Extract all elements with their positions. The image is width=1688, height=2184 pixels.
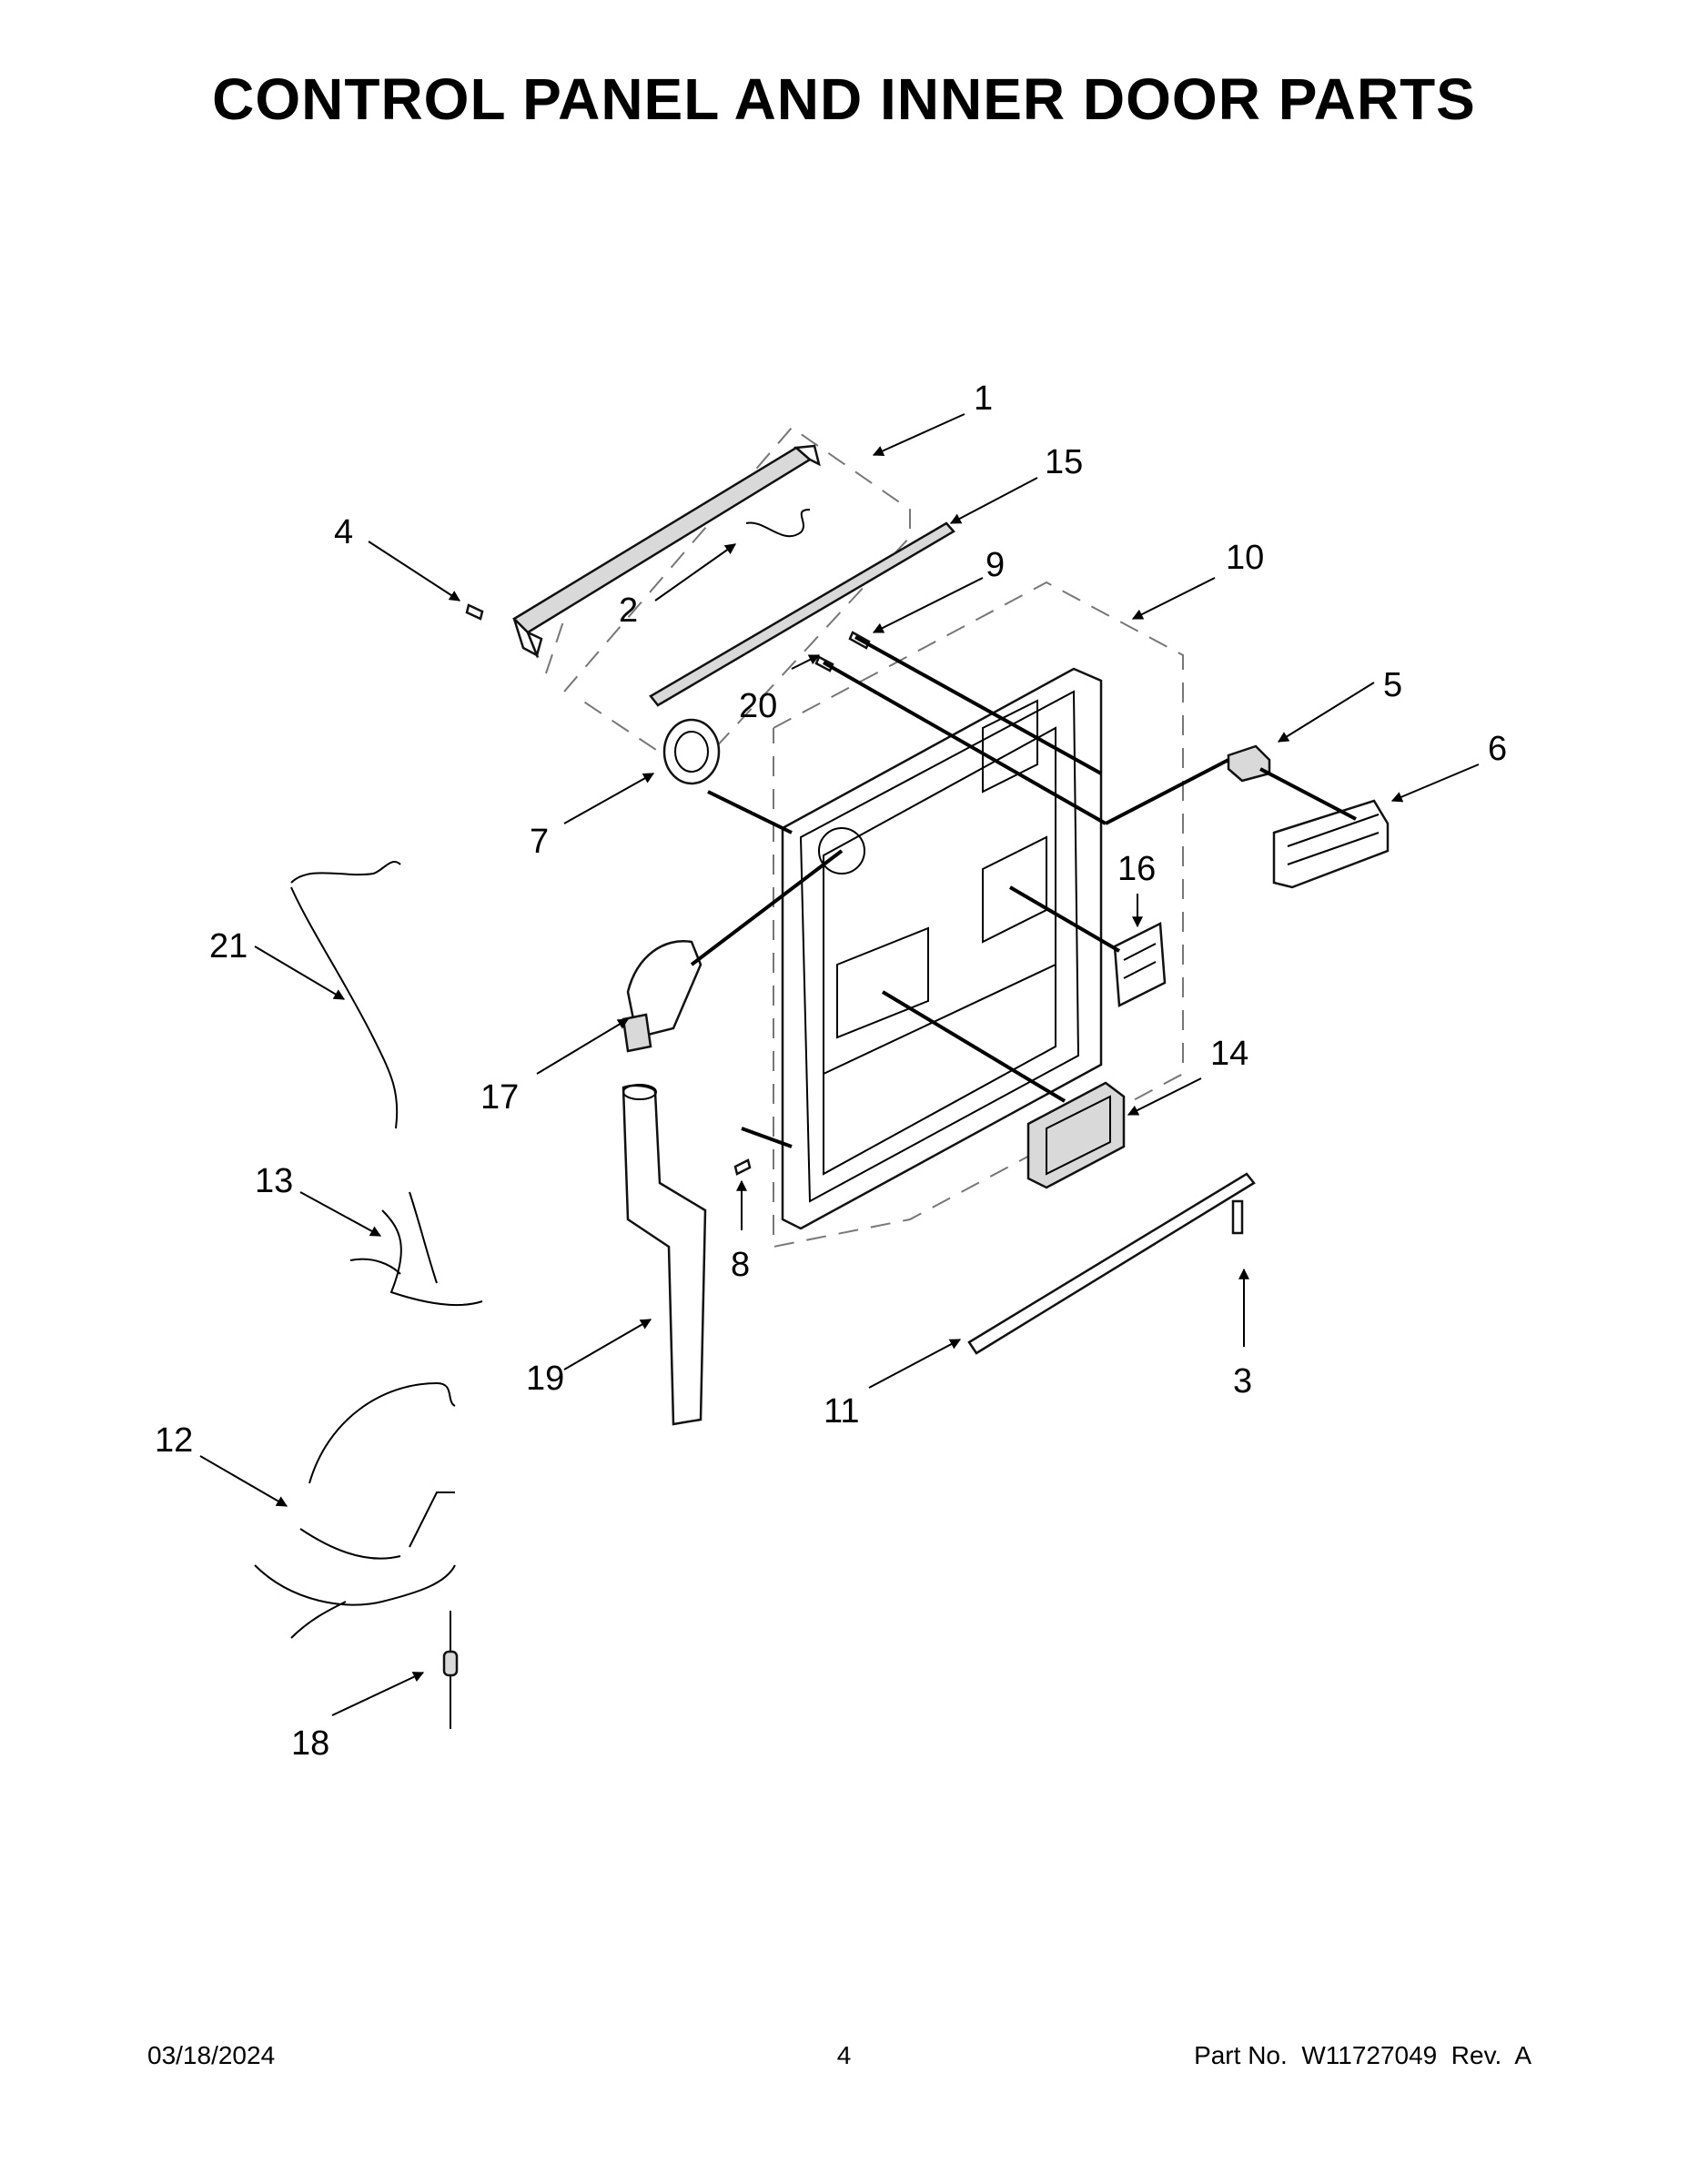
callout-15: 15 xyxy=(1045,443,1083,481)
callout-13: 13 xyxy=(255,1162,293,1200)
gasket-strip-part-15 xyxy=(649,521,955,707)
inner-door-dash-box xyxy=(773,581,1184,1249)
control-panel-part xyxy=(511,444,821,659)
wire-harness-part-13 xyxy=(349,1191,483,1307)
callout-8: 8 xyxy=(731,1246,750,1284)
callout-3: 3 xyxy=(1233,1362,1252,1400)
callout-11: 11 xyxy=(824,1392,859,1431)
user-interface-part-6 xyxy=(1272,799,1390,889)
screw-part-8 xyxy=(733,1158,752,1176)
callout-10: 10 xyxy=(1226,539,1264,577)
control-panel-dash-box xyxy=(545,426,911,775)
callout-1: 1 xyxy=(974,379,993,418)
inner-door-part xyxy=(781,667,1103,1230)
callout-17: 17 xyxy=(480,1078,519,1117)
wire-part-2 xyxy=(745,509,811,538)
footer-page-number: 4 xyxy=(836,2041,852,2069)
callout-19: 19 xyxy=(526,1360,564,1398)
callout-16: 16 xyxy=(1117,850,1156,888)
footer-part-number: Part No. W11727049 Rev. A xyxy=(1194,2041,1531,2069)
screw-part-3 xyxy=(1231,1199,1244,1235)
bracket-part-16 xyxy=(1113,922,1167,1007)
callout-5: 5 xyxy=(1383,666,1402,704)
page-title: CONTROL PANEL AND INNER DOOR PARTS xyxy=(212,66,1476,132)
callout-7: 7 xyxy=(530,823,549,861)
callout-4: 4 xyxy=(334,513,353,551)
wire-harness-part-21 xyxy=(290,861,401,1129)
vent-bar-part-11 xyxy=(967,1172,1256,1355)
vent-motor-part-17 xyxy=(622,940,702,1053)
callout-6: 6 xyxy=(1488,730,1507,768)
main-harness-part-12 xyxy=(254,1381,456,1639)
callout-14: 14 xyxy=(1210,1035,1248,1073)
vent-part-7 xyxy=(662,718,721,785)
callout-arrows xyxy=(199,413,1480,1716)
leader-lines xyxy=(690,635,1357,1148)
callout-9: 9 xyxy=(986,546,1005,584)
duct-part-19 xyxy=(622,1084,707,1426)
resistor-part-18 xyxy=(442,1611,459,1729)
callout-2: 2 xyxy=(619,592,638,630)
footer-date: 03/18/2024 xyxy=(147,2041,276,2069)
screw-part-4 xyxy=(465,603,484,621)
dispenser-part-14 xyxy=(1026,1081,1126,1189)
callout-18: 18 xyxy=(291,1724,329,1763)
switch-part-5 xyxy=(1227,744,1271,783)
callout-21: 21 xyxy=(209,927,248,966)
callout-20: 20 xyxy=(739,687,777,725)
callout-labels: 1 2 3 4 5 6 7 8 9 10 11 12 13 14 15 16 1… xyxy=(155,379,1507,1763)
callout-12: 12 xyxy=(155,1421,193,1460)
